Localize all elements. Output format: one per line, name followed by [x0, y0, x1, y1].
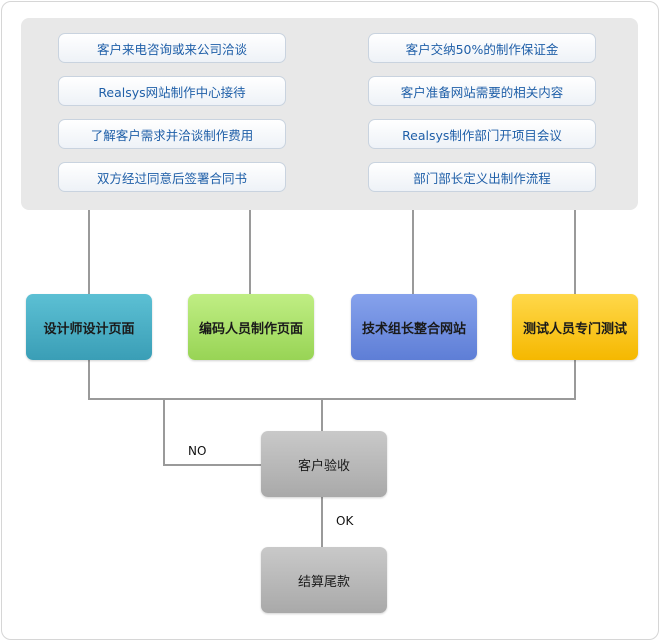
connector-line	[574, 360, 576, 399]
step-workflow-definition: 部门部长定义出制作流程	[368, 162, 596, 192]
no-label: NO	[188, 444, 207, 458]
connector-line	[321, 398, 323, 431]
final-payment-box: 结算尾款	[261, 547, 387, 613]
step-reception: Realsys网站制作中心接待	[58, 76, 286, 106]
step-requirements: 了解客户需求并洽谈制作费用	[58, 119, 286, 149]
review-box: 客户验收	[261, 431, 387, 497]
connector-line	[574, 210, 576, 294]
step-deposit: 客户交纳50%的制作保证金	[368, 33, 596, 63]
merge-line	[88, 398, 576, 400]
step-consultation: 客户来电咨询或来公司洽谈	[58, 33, 286, 63]
ok-line	[321, 496, 323, 547]
step-project-meeting: Realsys制作部门开项目会议	[368, 119, 596, 149]
step-content-prep: 客户准备网站需要的相关内容	[368, 76, 596, 106]
connector-line	[88, 210, 90, 294]
stage-design: 设计师设计页面	[26, 294, 152, 360]
stage-coding: 编码人员制作页面	[188, 294, 314, 360]
no-loop-line	[163, 398, 165, 466]
connector-line	[412, 210, 414, 294]
no-loop-line	[163, 464, 262, 466]
ok-label: OK	[336, 514, 354, 528]
connector-line	[88, 360, 90, 399]
stage-integration: 技术组长整合网站	[351, 294, 477, 360]
step-contract: 双方经过同意后签署合同书	[58, 162, 286, 192]
connector-line	[249, 210, 251, 294]
stage-testing: 测试人员专门测试	[512, 294, 638, 360]
process-steps-panel: 客户来电咨询或来公司洽谈 Realsys网站制作中心接待 了解客户需求并洽谈制作…	[21, 18, 638, 210]
